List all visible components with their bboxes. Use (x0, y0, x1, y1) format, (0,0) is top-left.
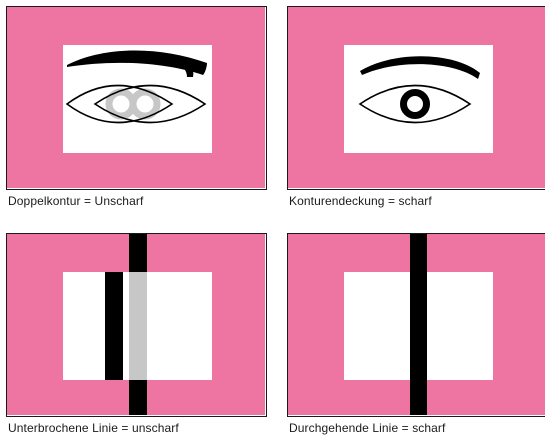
caption-double-contour: Doppelkontur = Unscharf (8, 194, 143, 208)
continuous-line (410, 234, 427, 415)
panel-continuous-line (287, 233, 545, 417)
panel-broken-line (6, 233, 267, 417)
ghost-line-segment (129, 272, 147, 380)
caption-continuous-line: Durchgehende Linie = scharf (289, 421, 445, 435)
line-segment-bottom (129, 380, 147, 415)
panel-double-contour (6, 6, 267, 190)
panel-single-contour (287, 6, 545, 190)
caption-single-contour: Konturendeckung = scharf (289, 194, 432, 208)
continuous-line-graphic (288, 234, 545, 415)
eye-single-contour-graphic (288, 7, 545, 188)
broken-line-graphic (7, 234, 265, 415)
caption-broken-line: Unterbrochene Linie = unscharf (8, 421, 179, 435)
line-segment-top (129, 234, 147, 272)
eye-double-contour-graphic (7, 7, 265, 188)
shifted-line-segment (105, 272, 123, 380)
